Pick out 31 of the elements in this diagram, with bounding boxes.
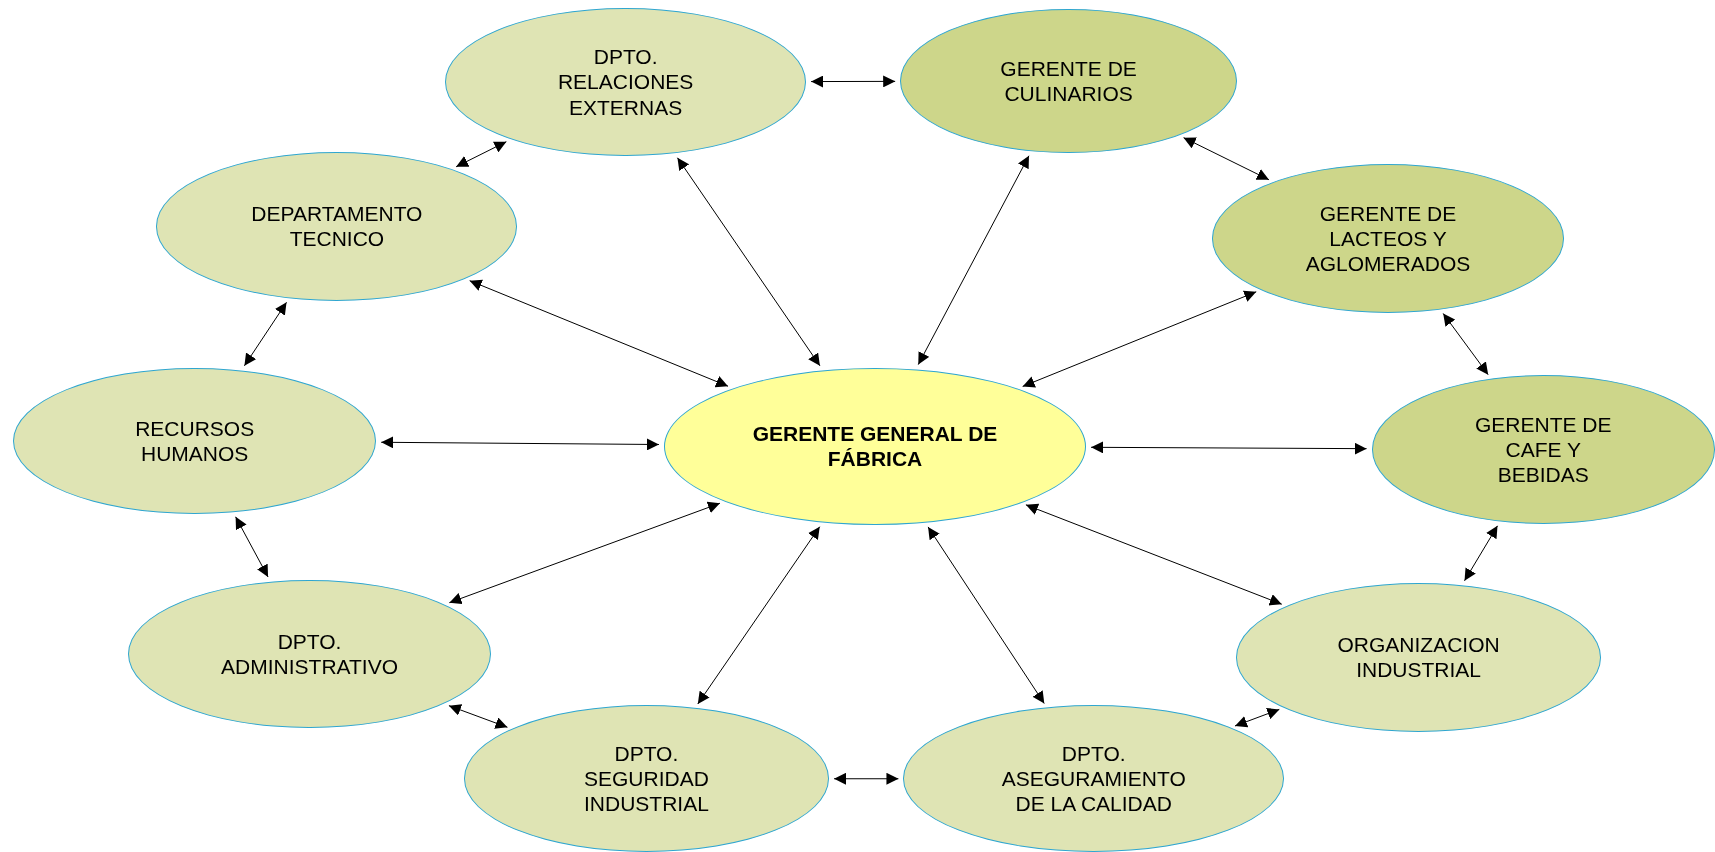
double-arrow <box>927 526 1045 705</box>
double-arrow <box>917 155 1030 366</box>
node-label: DPTO. SEGURIDAD INDUSTRIAL <box>582 740 710 817</box>
double-arrow <box>1442 313 1489 376</box>
double-arrow <box>1183 137 1270 181</box>
double-arrow <box>1090 441 1368 455</box>
double-arrow <box>448 704 508 729</box>
double-arrow <box>833 772 899 785</box>
node-label: DPTO. ADMINISTRATIVO <box>220 628 399 680</box>
double-arrow <box>810 75 896 88</box>
double-arrow <box>1022 290 1257 388</box>
double-arrow <box>1234 707 1280 728</box>
node-label: DPTO. RELACIONES EXTERNAS <box>556 44 695 120</box>
double-arrow <box>235 516 269 578</box>
double-arrow <box>455 141 507 168</box>
double-arrow <box>448 501 721 605</box>
node-label: DPTO. ASEGURAMIENTO DE LA CALIDAD <box>1000 740 1187 817</box>
double-arrow <box>243 301 288 367</box>
node-label: GERENTE GENERAL DE FÁBRICA <box>751 421 999 472</box>
node-label: RECURSOS HUMANOS <box>134 415 256 466</box>
node-label: GERENTE DE LACTEOS Y AGLOMERADOS <box>1305 200 1471 277</box>
double-arrow <box>1464 525 1498 582</box>
node-label: GERENTE DE CAFE Y BEBIDAS <box>1474 411 1613 488</box>
double-arrow <box>469 279 729 388</box>
node-label: GERENTE DE CULINARIOS <box>999 55 1138 107</box>
double-arrow <box>1025 503 1283 606</box>
double-arrow <box>697 526 821 705</box>
double-arrow <box>676 157 821 367</box>
node-label: DEPARTAMENTO TECNICO <box>250 201 424 252</box>
node-label: ORGANIZACION INDUSTRIAL <box>1336 632 1501 683</box>
double-arrow <box>380 436 660 451</box>
